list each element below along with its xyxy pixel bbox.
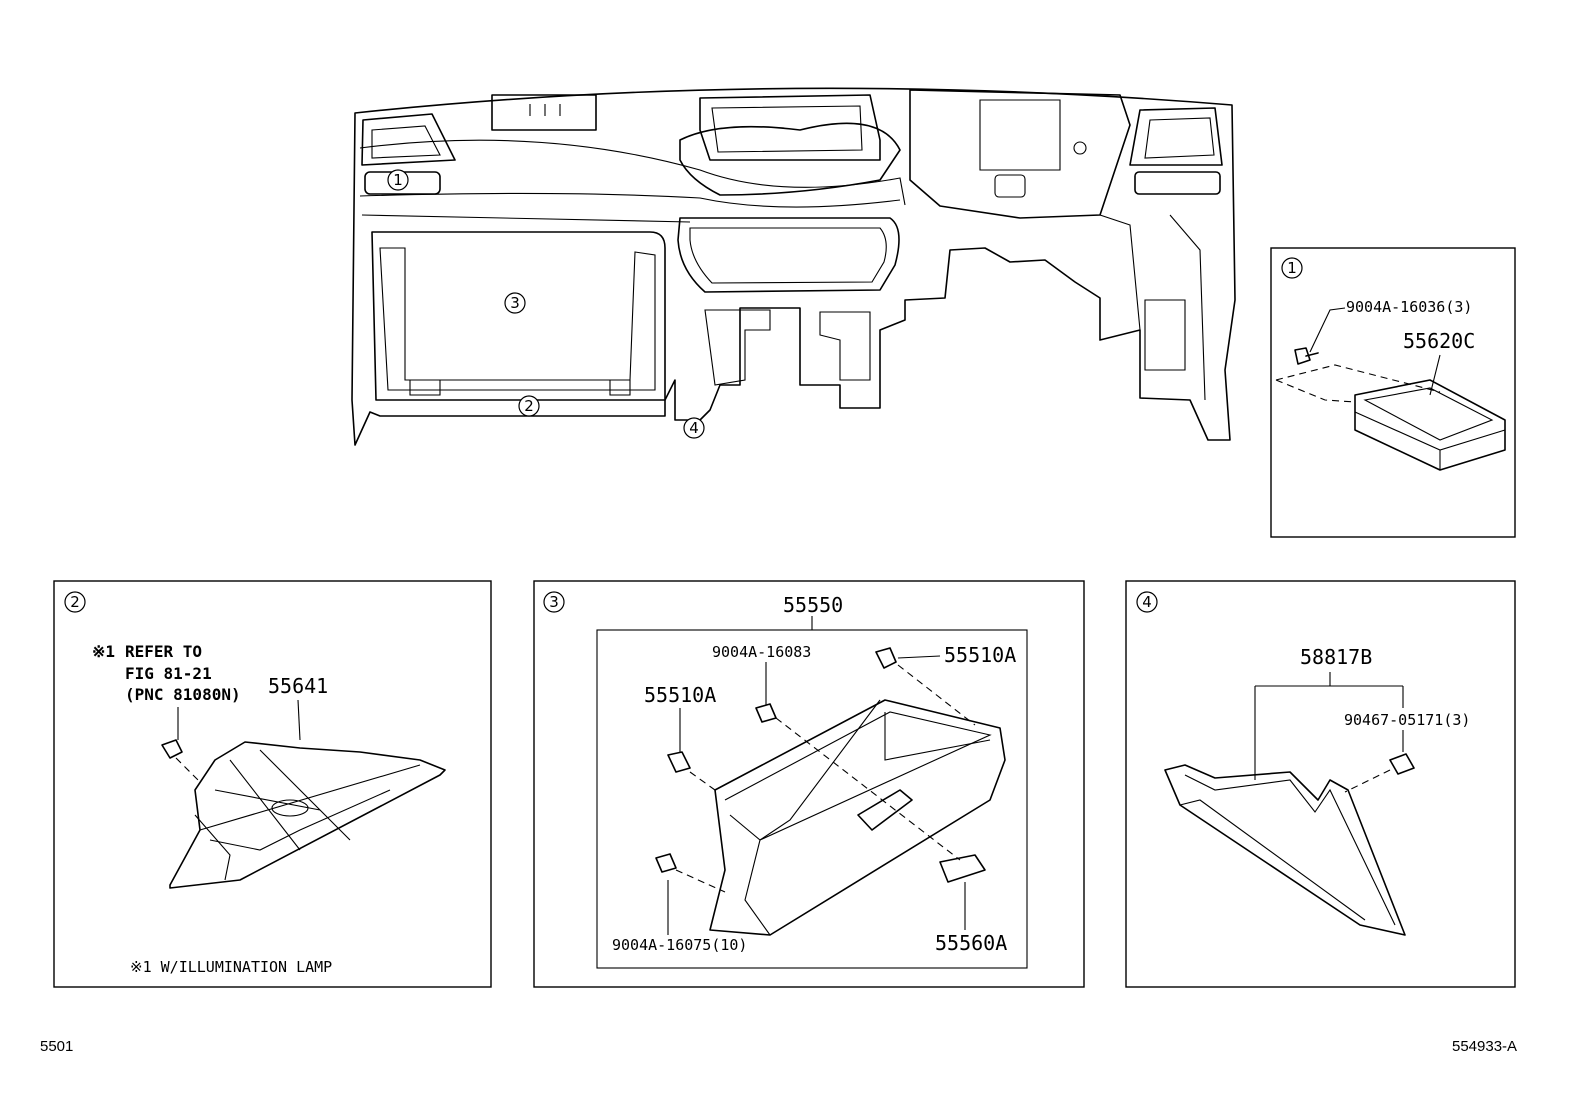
panel-2-callout: 2 xyxy=(70,593,80,611)
detail-panel-1: 1 9004A-16036(3) 55620C xyxy=(1270,247,1516,538)
callout-2-main: 2 xyxy=(524,397,534,415)
refer-line-3: (PNC 81080N) xyxy=(125,685,241,704)
panel-3-callout: 3 xyxy=(549,593,559,611)
part-55560A: 55560A xyxy=(935,931,1007,955)
callout-1-main: 1 xyxy=(393,171,403,189)
part-55620C: 55620C xyxy=(1403,329,1475,353)
part-9004A-16083: 9004A-16083 xyxy=(712,643,811,661)
panel-1-callout: 1 xyxy=(1287,259,1297,277)
part-58817B: 58817B xyxy=(1300,645,1372,669)
part-55550: 55550 xyxy=(783,593,843,617)
callout-4-main: 4 xyxy=(689,419,699,437)
footer-right-code: 554933-A xyxy=(1452,1038,1518,1055)
part-90467-05171: 90467-05171(3) xyxy=(1344,711,1470,729)
part-9004A-16036: 9004A-16036(3) xyxy=(1346,298,1472,316)
footnote-illumination: ※1 W/ILLUMINATION LAMP xyxy=(130,958,332,976)
part-55641: 55641 xyxy=(268,674,328,698)
panel-4-callout: 4 xyxy=(1142,593,1152,611)
footer-left-code: 5501 xyxy=(40,1038,74,1055)
note-mark: ※1 xyxy=(92,642,115,661)
detail-panel-3: 3 55550 9004A-16083 55510A 55510A 9004A-… xyxy=(533,580,1085,988)
refer-line-2: FIG 81-21 xyxy=(125,664,212,683)
detail-panel-2: 2 ※1 REFER TO FIG 81-21 (PNC 81080N) 556… xyxy=(53,580,492,988)
part-55510A-right: 55510A xyxy=(944,643,1016,667)
detail-panel-4: 4 58817B 90467-05171(3) xyxy=(1125,580,1516,988)
instrument-panel-drawing: 1 3 2 4 xyxy=(351,87,1236,446)
callout-3-main: 3 xyxy=(510,294,520,312)
part-9004A-16075: 9004A-16075(10) xyxy=(612,936,747,954)
part-55510A-left: 55510A xyxy=(644,683,716,707)
refer-line-1: REFER TO xyxy=(125,642,202,661)
